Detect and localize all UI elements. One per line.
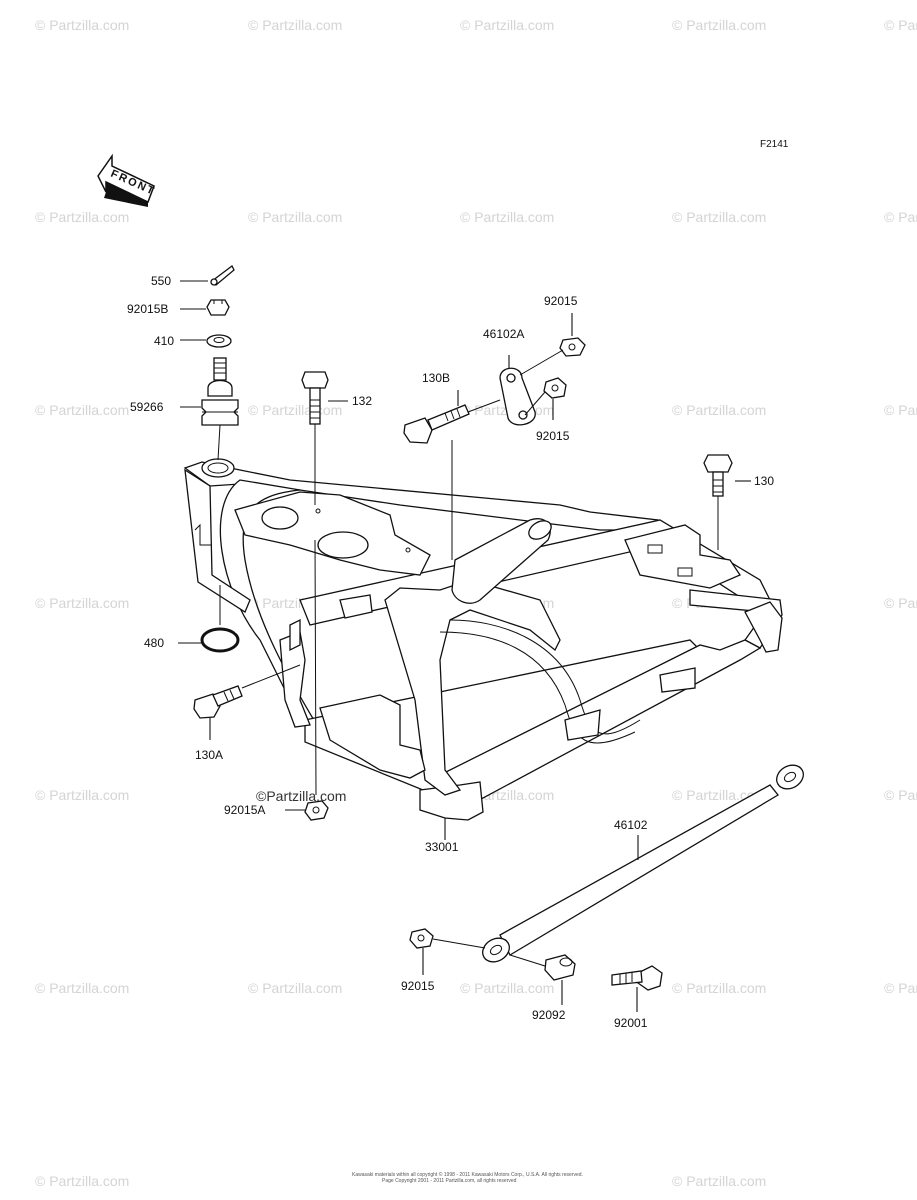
washer-410 [206,334,232,348]
callout-46102A: 46102A [483,327,524,341]
watermark-overlay: ©Partzilla.com [256,788,346,804]
watermark: © Partzilla.com [460,209,554,225]
watermark: © Partzilla.com [884,980,917,996]
watermark-overlay-text: Partzilla.com [266,788,346,804]
watermark: © Partzilla.com [884,17,917,33]
watermark: © Partzilla.com [248,209,342,225]
callout-92015-top: 92015 [544,294,578,308]
callout-132: 132 [352,394,372,408]
callout-46102: 46102 [614,818,648,832]
bolt-132 [301,371,329,425]
front-arrow-icon: FRONT [97,153,157,207]
callout-130B: 130B [422,371,450,385]
watermark: © Partzilla.com [884,209,917,225]
bolt-130 [703,454,733,497]
callout-92092: 92092 [532,1008,566,1022]
callout-92001: 92001 [614,1016,648,1030]
watermark: © Partzilla.com [35,980,129,996]
callout-59266: 59266 [130,400,164,414]
watermark: © Partzilla.com [884,595,917,611]
bolt-92001 [611,965,663,991]
callout-92015-bottom: 92015 [401,979,435,993]
callout-130A: 130A [195,748,223,762]
watermark-grid: © Partzilla.com © Partzilla.com © Partzi… [35,17,917,1189]
watermark: © Partzilla.com [672,402,766,418]
callout-labels: 550 92015B 410 59266 132 46102A 92015 13… [127,274,774,1030]
nut-92015-mid [543,377,567,399]
watermark: © Partzilla.com [884,402,917,418]
watermark: © Partzilla.com [672,209,766,225]
spacer-92092 [544,954,576,981]
watermark: © Partzilla.com [248,17,342,33]
watermark: © Partzilla.com [35,787,129,803]
watermark: © Partzilla.com [460,17,554,33]
callout-130: 130 [754,474,774,488]
nut-92015-top [559,337,586,357]
watermark: © Partzilla.com [248,980,342,996]
watermark: © Partzilla.com [672,787,766,803]
watermark: © Partzilla.com [672,17,766,33]
watermark: © Partzilla.com [35,209,129,225]
watermark: © Partzilla.com [460,980,554,996]
castle-nut-92015B [206,299,230,316]
ball-joint-59266 [201,357,239,426]
nut-92015-bottom [409,928,434,949]
cotter-pin-550 [210,265,235,286]
watermark: © Partzilla.com [35,17,129,33]
bolt-130B [403,404,470,444]
watermark: © Partzilla.com [248,402,342,418]
watermark: © Partzilla.com [35,402,129,418]
link-plate-46102A [499,367,536,426]
watermark: © Partzilla.com [884,787,917,803]
leader-lines [178,280,751,1012]
watermark: © Partzilla.com [35,1173,129,1189]
callout-550: 550 [151,274,171,288]
bolt-130A [193,685,243,719]
callout-92015B: 92015B [127,302,168,316]
watermark: © Partzilla.com [672,980,766,996]
frame-33001 [183,458,783,821]
tie-rod-46102 [482,764,804,963]
figure-code: F2141 [760,139,789,150]
watermark: © Partzilla.com [672,1173,766,1189]
callout-92015A: 92015A [224,803,265,817]
watermark: © Partzilla.com [35,595,129,611]
footer-copyright: Kawasaki materials within all copyright … [352,1171,583,1178]
callout-92015-mid: 92015 [536,429,570,443]
nut-92015A [304,800,329,821]
callout-480: 480 [144,636,164,650]
circlip-480 [200,626,242,653]
callout-33001: 33001 [425,840,459,854]
callout-410: 410 [154,334,174,348]
footer-copyright-2: Page Copyright 2001 - 2011 Partzilla.com… [382,1178,517,1184]
